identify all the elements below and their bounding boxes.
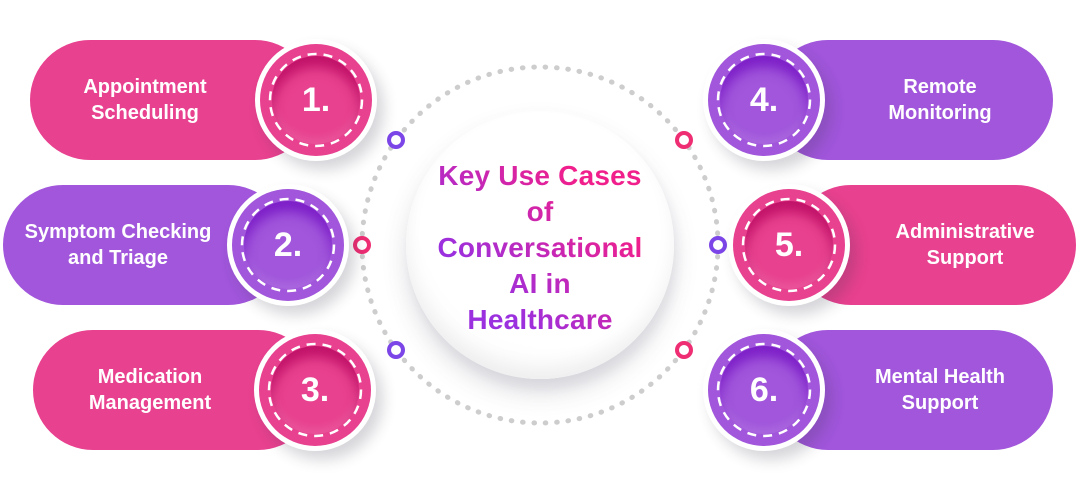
label-line: Scheduling	[91, 102, 199, 124]
use-case-label: Mental Health Support	[835, 364, 1045, 416]
title-line: of	[526, 196, 554, 227]
badge-dashed-ring	[240, 197, 336, 293]
badge-core	[720, 346, 808, 434]
badge-core	[244, 201, 332, 289]
label-line: Support	[901, 392, 979, 414]
use-case-label: Medication Management	[45, 364, 255, 416]
title-line: AI in	[509, 268, 571, 299]
use-case-label: Remote Monitoring	[835, 74, 1045, 126]
title-line: Conversational	[437, 232, 643, 263]
connector-ring-middle-right	[709, 236, 727, 254]
infographic-title: Key Use Cases of Conversational AI in He…	[390, 158, 690, 338]
number-badge: 1.	[255, 39, 377, 161]
number-badge: 2.	[227, 184, 349, 306]
connector-ring-middle-left	[353, 236, 371, 254]
connector-ring-top-right	[675, 131, 693, 149]
badge-dashed-ring	[716, 342, 812, 438]
badge-number: 3.	[300, 370, 330, 409]
label-line: Administrative	[895, 221, 1035, 243]
label-line: Mental Health	[874, 366, 1006, 388]
connector-ring-bottom-left	[387, 341, 405, 359]
number-badge: 3.	[254, 329, 376, 451]
badge-dashed-ring	[716, 52, 812, 148]
badge-number: 1.	[301, 80, 331, 119]
label-line: Management	[88, 392, 212, 414]
badge-core	[720, 56, 808, 144]
badge-dashed-ring	[741, 197, 837, 293]
badge-dashed-ring	[268, 52, 364, 148]
badge-dashed-ring	[267, 342, 363, 438]
label-line: Medication	[97, 366, 203, 388]
use-case-label: Appointment Scheduling	[40, 74, 250, 126]
badge-core	[745, 201, 833, 289]
label-line: Monitoring	[888, 102, 992, 124]
center-disc	[406, 111, 674, 379]
badge-number: 6.	[749, 370, 779, 409]
title-line: Key Use Cases	[438, 160, 642, 191]
badge-core	[271, 346, 359, 434]
number-badge: 4.	[703, 39, 825, 161]
connector-ring-bottom-right	[675, 341, 693, 359]
badge-number: 4.	[749, 80, 779, 119]
use-case-label: Symptom Checking and Triage	[13, 219, 223, 271]
label-line: Symptom Checking	[24, 221, 212, 243]
connector-ring-top-left	[387, 131, 405, 149]
title-line: Healthcare	[467, 304, 613, 335]
number-badge: 5.	[728, 184, 850, 306]
number-badge: 6.	[703, 329, 825, 451]
badge-number: 5.	[774, 225, 804, 264]
label-line: Appointment	[83, 76, 207, 98]
label-line: Remote	[903, 76, 977, 98]
label-line: Support	[926, 247, 1004, 269]
label-line: and Triage	[67, 247, 169, 269]
use-case-label: Administrative Support	[860, 219, 1070, 271]
badge-number: 2.	[273, 225, 303, 264]
badge-core	[272, 56, 360, 144]
